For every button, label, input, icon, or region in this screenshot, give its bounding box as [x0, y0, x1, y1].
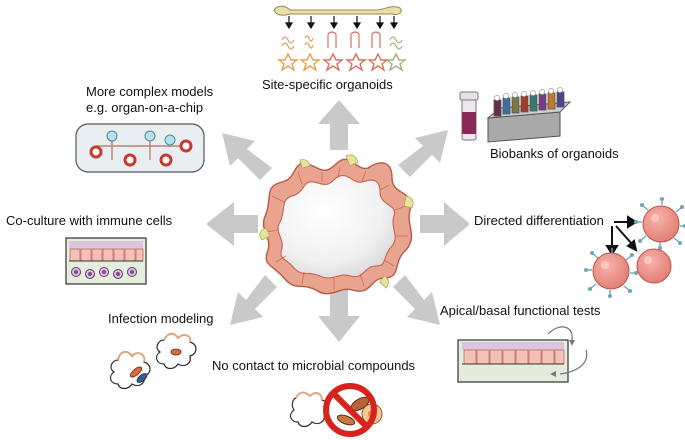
transwell-icon: [457, 326, 588, 383]
label-infection: Infection modeling: [108, 311, 214, 326]
arrows: [206, 100, 470, 342]
organoid-lumen: [277, 174, 396, 279]
gut-tube-icon: [273, 5, 402, 16]
arrow-up: [318, 100, 360, 150]
arrow-down-left: [230, 275, 277, 325]
label-no-contact: No contact to microbial compounds: [212, 358, 416, 373]
differentiated-cell-icon: [634, 197, 685, 250]
vial-rack-icon: [486, 87, 572, 143]
arrow-up-right: [398, 130, 448, 177]
arrow-left: [206, 202, 258, 246]
arrow-up-left: [222, 133, 272, 180]
label-biobanks: Biobanks of organoids: [490, 146, 619, 161]
arrow-down: [318, 290, 360, 342]
organoid-cluster-icon: [109, 332, 197, 390]
arrow-down-right: [393, 275, 440, 325]
prohibit-icon: [323, 383, 377, 437]
directed-differentiation-graphic: [584, 197, 685, 298]
label-coculture: Co-culture with immune cells: [6, 213, 173, 228]
organoid-center: [259, 154, 414, 295]
coculture-graphic: [65, 237, 147, 285]
bacteria-icon: [129, 348, 182, 383]
vial-icon: [459, 91, 479, 141]
label-directed: Directed differentiation: [474, 213, 604, 228]
label-site-specific: Site-specific organoids: [262, 77, 393, 92]
site-specific-graphic: [273, 5, 407, 72]
infection-graphic: [109, 332, 197, 390]
organoid-stars-row: [277, 52, 407, 72]
crypt-icons: [281, 31, 403, 50]
differentiated-cell-icon: [584, 248, 638, 298]
organ-chip-icon: [75, 123, 205, 173]
organoid-cluster-icon: [289, 391, 329, 428]
no-contact-graphic: [289, 383, 383, 437]
label-complex-line1: More complex models: [86, 84, 214, 99]
biobank-graphic: [459, 87, 572, 143]
label-complex-line2: e.g. organ-on-a-chip: [86, 100, 204, 115]
differentiated-cell-icon: [636, 248, 672, 284]
label-apical: Apical/basal functional tests: [440, 303, 601, 318]
arrow-right: [420, 202, 470, 246]
